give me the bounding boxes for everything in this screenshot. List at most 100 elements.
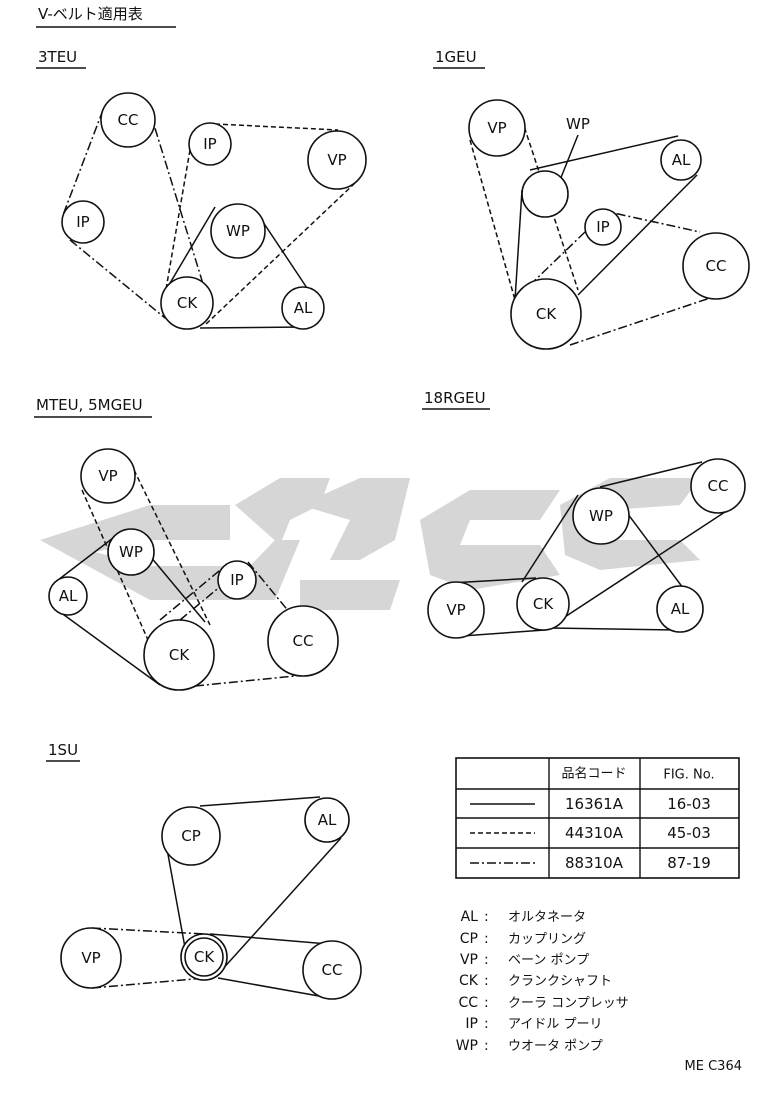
- pulley-label-vp: VP: [81, 949, 100, 967]
- pulley-label-ck: CK: [533, 595, 554, 613]
- pulley-vp: [307, 130, 367, 190]
- table-cell-fig: 45-03: [667, 824, 711, 842]
- belt-dashed: [164, 149, 191, 296]
- legend-abbr: AL: [461, 909, 479, 925]
- belt-dashdot: [599, 209, 701, 233]
- pulley-cc: [267, 605, 339, 677]
- pulley-vp: [60, 927, 122, 989]
- pulley-label-cp: CP: [181, 827, 201, 845]
- belt-solid: [549, 627, 678, 631]
- belt-dashed: [204, 182, 356, 326]
- table-cell-code: 88310A: [565, 854, 624, 872]
- pulley-label-vp: VP: [327, 151, 346, 169]
- belt-dashed: [133, 469, 211, 626]
- pulley-cc: [302, 940, 362, 1000]
- legend-abbr: CP: [460, 931, 478, 947]
- pulley-ip: [584, 208, 622, 246]
- table-cell-fig: 16-03: [667, 795, 711, 813]
- legend-desc: ウオータ ポンプ: [508, 1039, 603, 1054]
- belt-dashdot: [62, 109, 104, 216]
- pulley-al: [281, 286, 325, 330]
- pulley-wp: [572, 487, 630, 545]
- pulley-cc: [682, 232, 750, 300]
- legend-desc: ベーン ポンプ: [508, 953, 589, 968]
- belt-dashdot: [91, 977, 206, 989]
- pulley-label-ip: IP: [76, 213, 89, 231]
- belt-dashdot: [159, 565, 226, 621]
- pulley-label-vp: VP: [487, 119, 506, 137]
- belt-solid: [217, 977, 331, 999]
- belt-solid: [164, 837, 187, 954]
- belt-solid: [449, 577, 537, 584]
- pulley-label-cc: CC: [706, 257, 727, 275]
- diagram-title-3teu: 3TEU: [38, 48, 77, 66]
- belt-solid: [199, 796, 321, 807]
- belt-solid: [59, 611, 161, 686]
- pulley-label-al: AL: [318, 811, 337, 829]
- pulley-cc: [690, 458, 746, 514]
- pulley-label-ip: IP: [596, 218, 609, 236]
- legend-abbr: WP: [456, 1038, 478, 1054]
- belt-solid: [461, 629, 546, 637]
- pulley-label-cc: CC: [322, 961, 343, 979]
- pulley-al: [48, 576, 88, 616]
- pulley-ck: [516, 577, 570, 631]
- pulley-cc: [100, 92, 156, 148]
- legend-abbr: VP: [460, 952, 478, 968]
- diagram-18rgeu: 18RGEU CC WP VP CK AL: [422, 389, 746, 639]
- pulley-label-ck: CK: [169, 646, 190, 664]
- belt-dashdot: [529, 231, 586, 286]
- pulley-vp: [427, 581, 485, 639]
- abbreviation-legend: AL : オルタネータ CP : カップリング VP : ベーン ポンプ CK …: [456, 909, 629, 1054]
- pulley-label-cc: CC: [708, 477, 729, 495]
- legend-abbr: IP: [465, 1016, 478, 1032]
- pulley-label-al: AL: [294, 299, 313, 317]
- pulley-label-cc: CC: [293, 632, 314, 650]
- pulley-label-wp: WP: [589, 507, 613, 525]
- belt-solid: [199, 326, 306, 329]
- pulley-label-al: AL: [672, 151, 691, 169]
- legend-desc: クランクシャフト: [508, 974, 612, 989]
- diagram-title-mteu: MTEU, 5MGEU: [36, 396, 143, 414]
- table-cell-code: 44310A: [565, 824, 624, 842]
- diagram-title-18rgeu: 18RGEU: [424, 389, 486, 407]
- belt-dashdot: [91, 927, 206, 935]
- pulley-al: [304, 797, 350, 843]
- pulley-label-ck: CK: [536, 305, 557, 323]
- belt-part-table: 品名コード FIG. No. 16361A 16-03 44310A 45-03…: [455, 757, 740, 879]
- table-cell-fig: 87-19: [667, 854, 711, 872]
- table-cell-code: 16361A: [565, 795, 624, 813]
- belt-dashdot: [69, 239, 166, 319]
- belt-solid: [521, 494, 579, 583]
- legend-abbr: CC: [458, 995, 478, 1011]
- pulley-label-ip: IP: [203, 135, 216, 153]
- page-title: V-ベルト適用表: [38, 5, 143, 23]
- legend-colon: :: [484, 973, 489, 989]
- pulley-ck: [184, 937, 224, 977]
- pulley-wp: [521, 170, 569, 218]
- belt-dashed: [469, 139, 516, 301]
- belt-dashdot: [149, 111, 209, 301]
- pulley-ip: [188, 122, 232, 166]
- pulley-label-vp: VP: [98, 467, 117, 485]
- belt-solid: [577, 174, 698, 296]
- belt-dashdot: [569, 297, 711, 346]
- pulley-ck: [143, 619, 215, 691]
- pulley-vp: [80, 448, 136, 504]
- pulley-al: [660, 139, 702, 181]
- legend-colon: :: [484, 952, 489, 968]
- pulley-label-ck: CK: [194, 948, 215, 966]
- belt-solid: [144, 549, 206, 623]
- legend-colon: :: [484, 909, 489, 925]
- belt-solid: [209, 933, 341, 946]
- belt-solid: [57, 537, 114, 581]
- pulley-label-al: AL: [671, 600, 690, 618]
- pulley-ck: [510, 278, 582, 350]
- pulley-ck: [160, 276, 214, 330]
- belt-dashdot: [247, 561, 291, 614]
- belt-solid: [162, 206, 216, 296]
- pulley-ip: [217, 560, 257, 600]
- pulley-wp: [210, 203, 266, 259]
- belt-dashdot: [194, 674, 306, 687]
- legend-desc: アイドル プーリ: [508, 1017, 602, 1032]
